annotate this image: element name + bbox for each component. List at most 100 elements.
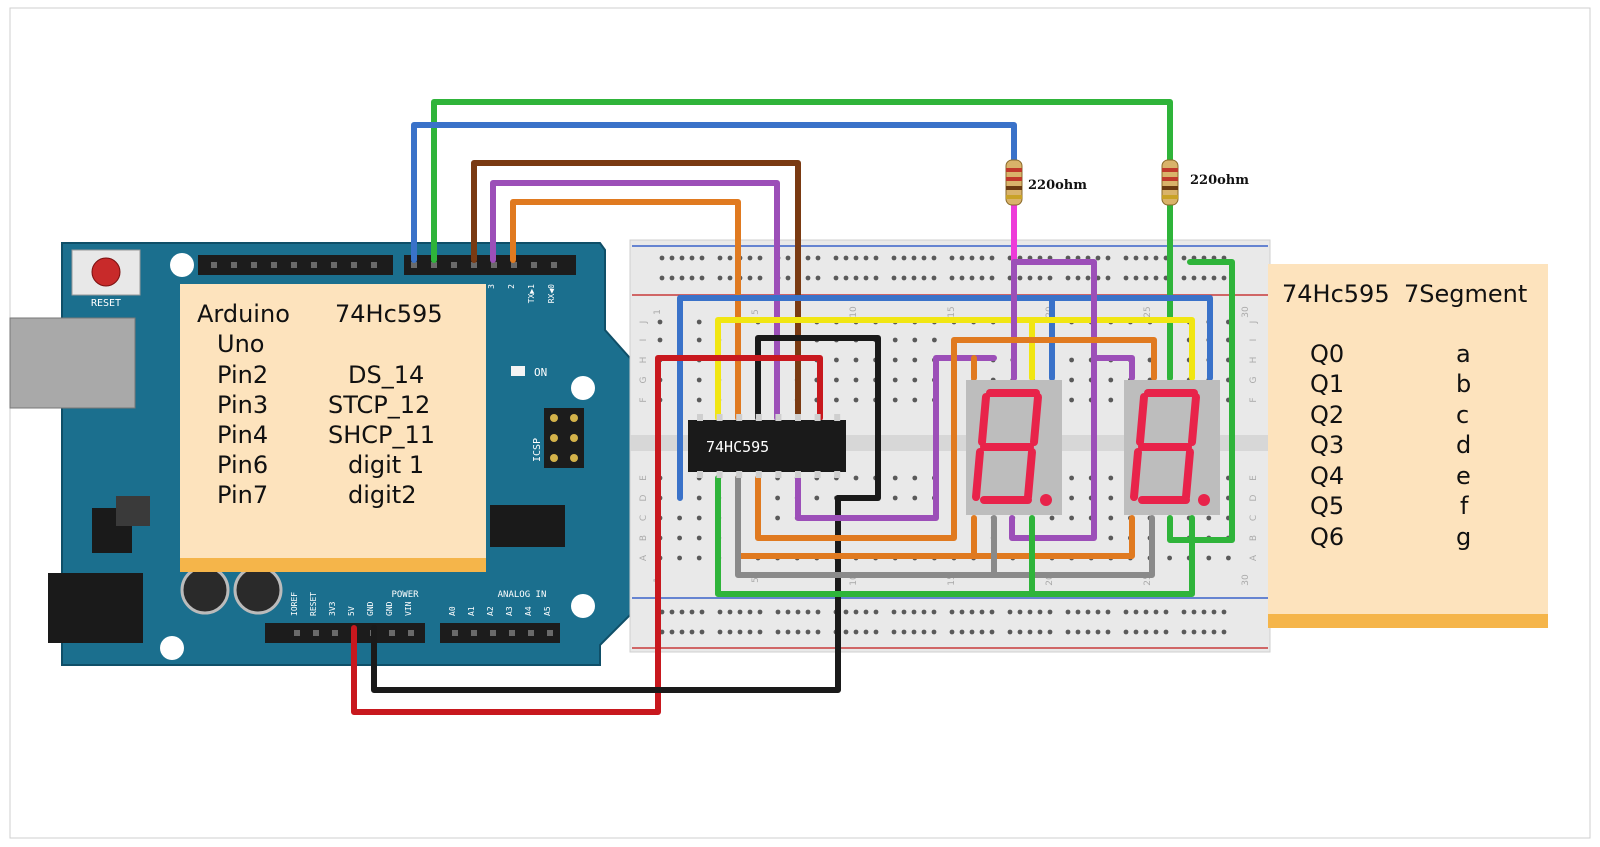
wire-purple-seg3 (1091, 355, 1135, 381)
analog-label: ANALOG IN (498, 590, 547, 600)
wire-orange-seg1 (755, 337, 1157, 541)
usb-port (9, 317, 136, 409)
left-note-pin-3: Pin6 (217, 451, 269, 479)
left-note-pin-0: Pin2 (217, 361, 269, 389)
row-letter-left: E (639, 475, 649, 481)
analog-pin-labels: A0 A1 A2 A3 A4 A5 (448, 606, 553, 636)
left-note-target-0: DS_14 (348, 361, 425, 389)
reset-label: RESET (91, 298, 121, 309)
right-note-q-2: Q2 (1310, 401, 1345, 429)
power-pin-label: 3V3 (328, 601, 337, 616)
resistor-1-label: 220ohm (1028, 178, 1087, 193)
right-note-seg-0: a (1456, 340, 1471, 368)
crystal-chip (490, 505, 565, 547)
row-letter-left: J (639, 321, 649, 325)
analog-pin-label: A0 (448, 606, 457, 616)
right-note-seg-2: c (1456, 401, 1470, 429)
wire-green-bottom (715, 475, 1195, 597)
power-pin-label: GND (366, 601, 375, 616)
row-letter-right: G (1249, 376, 1259, 383)
capacitor (233, 565, 283, 615)
column-number-top: 5 (751, 309, 761, 315)
resistor-2: 220ohm (1161, 159, 1249, 206)
row-letter-right: B (1249, 535, 1259, 541)
row-letter-left: F (639, 397, 649, 402)
column-number-top: 30 (1241, 306, 1251, 318)
right-note-seg-1: b (1456, 370, 1472, 398)
left-note-header-74hc595: 74Hc595 (335, 300, 443, 328)
left-note-pin-4: Pin7 (217, 481, 269, 509)
wire-yellow-q (715, 317, 1195, 421)
mounting-hole (170, 253, 194, 277)
mounting-hole (571, 376, 595, 400)
left-note-pin-mapping: Arduino 74Hc595 Uno Pin2 DS_14 Pin3 STCP… (180, 284, 486, 572)
left-note-subheader: Uno (217, 330, 265, 358)
analog-header (440, 623, 560, 643)
digital-header-high (404, 255, 576, 275)
digital-pin-label: RX◀0 (547, 284, 556, 303)
right-note-segment-mapping: 74Hc595 7Segment Q0 a Q1 b Q2 c Q3 d Q4 … (1268, 264, 1548, 628)
column-number-bottom: 15 (947, 574, 957, 585)
wire-red-ic (351, 355, 823, 715)
wire-green-digit2 (431, 99, 1173, 263)
left-note-target-3: digit 1 (348, 451, 425, 479)
left-note-target-1: STCP_12 (328, 391, 431, 419)
row-letter-right: I (1249, 339, 1259, 342)
wire-purple-seg2 (1009, 259, 1097, 541)
column-number-bottom: 5 (751, 577, 761, 583)
digital-pin-label: 3 (487, 284, 496, 289)
ic-74hc595: 74HC595 (688, 414, 846, 478)
right-note-seg-5: f (1460, 492, 1469, 520)
analog-pin-label: A1 (467, 606, 476, 616)
wire-black-ic (755, 335, 881, 501)
row-letter-right: F (1249, 397, 1259, 402)
power-pin-label: IOREF (290, 592, 299, 616)
wire-orange-ds (510, 199, 741, 421)
row-letter-right: D (1249, 494, 1259, 501)
right-note-q-6: Q6 (1310, 523, 1345, 551)
icsp-header: ICSP (532, 408, 584, 468)
on-led (511, 366, 525, 376)
capacitor (180, 565, 230, 615)
column-number-top: 15 (947, 306, 957, 317)
right-note-q-3: Q3 (1310, 431, 1345, 459)
power-header (265, 623, 425, 643)
row-letter-left: A (639, 554, 649, 561)
right-note-seg-3: d (1456, 431, 1472, 459)
power-pin-label: GND (385, 601, 394, 616)
left-note-target-4: digit2 (348, 481, 417, 509)
right-note-q-5: Q5 (1310, 492, 1345, 520)
resistor-1: 220ohm (1005, 159, 1087, 206)
row-letter-left: C (639, 515, 649, 521)
column-number-top: 1 (653, 309, 663, 315)
row-letter-right: A (1249, 554, 1259, 561)
analog-pin-label: A2 (486, 606, 495, 616)
right-note-q-1: Q1 (1310, 370, 1345, 398)
wire-brown-shcp (471, 160, 801, 421)
right-note-seg-6: g (1456, 523, 1472, 551)
breadboard-holes (657, 255, 1231, 635)
wire-green-right (1167, 259, 1235, 543)
analog-pin-label: A4 (524, 606, 533, 616)
right-note-q-4: Q4 (1310, 462, 1345, 490)
column-number-bottom: 30 (1241, 574, 1251, 586)
power-pin-label: 5V (347, 606, 356, 616)
digital-pin-label: 2 (507, 284, 516, 289)
analog-pin-label: A5 (543, 606, 552, 616)
wire-blue-gnd-rail (677, 295, 1213, 501)
row-letter-right: H (1249, 357, 1259, 364)
right-note-header-7segment: 7Segment (1404, 280, 1528, 308)
mounting-hole (571, 594, 595, 618)
row-letter-left: D (639, 494, 649, 501)
right-note-q-0: Q0 (1310, 340, 1345, 368)
column-number-bottom: 20 (1045, 574, 1055, 586)
wire-blue-digit1 (411, 122, 1017, 263)
column-number-top: 10 (849, 306, 859, 318)
analog-pin-label: A3 (505, 606, 514, 616)
left-note-target-2: SHCP_11 (328, 421, 436, 449)
left-note-pin-1: Pin3 (217, 391, 269, 419)
digital-pin-label: TX▶1 (527, 284, 536, 303)
row-letter-right: C (1249, 515, 1259, 521)
